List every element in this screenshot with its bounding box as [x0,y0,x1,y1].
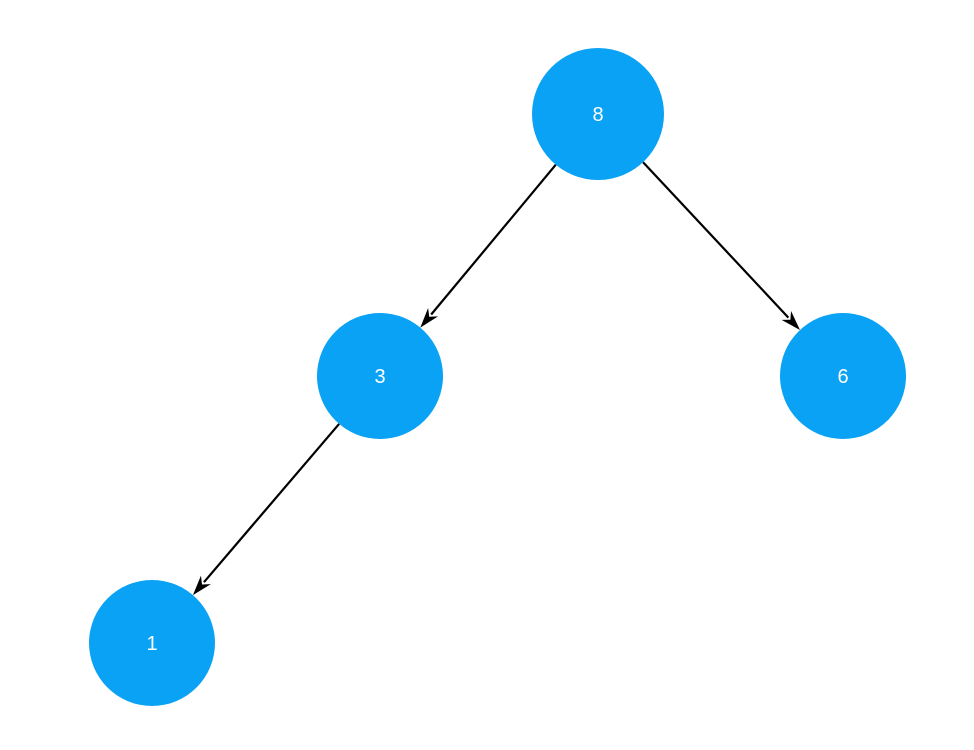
node-label: 1 [146,633,157,655]
nodes-layer: 8 3 6 1 [89,48,906,706]
node-label: 8 [592,104,603,126]
edge-line [203,423,340,583]
node-label: 6 [837,366,848,388]
tree-node-6[interactable]: 6 [780,313,906,439]
node-circle[interactable] [89,580,215,706]
node-circle[interactable] [780,313,906,439]
tree-node-1[interactable]: 1 [89,580,215,706]
tree-node-3[interactable]: 3 [317,313,443,439]
edge-line [642,161,790,319]
edge-arrowhead-icon [420,308,439,328]
edges-layer [192,161,800,596]
tree-edge [192,423,340,596]
edge-arrowhead-icon [781,310,800,330]
edge-line [430,164,557,316]
node-circle[interactable] [317,313,443,439]
tree-node-8[interactable]: 8 [532,48,664,180]
node-label: 3 [374,366,385,388]
tree-edge [642,161,800,330]
node-circle[interactable] [532,48,664,180]
tree-edge [420,164,557,328]
edge-arrowhead-icon [192,575,211,596]
